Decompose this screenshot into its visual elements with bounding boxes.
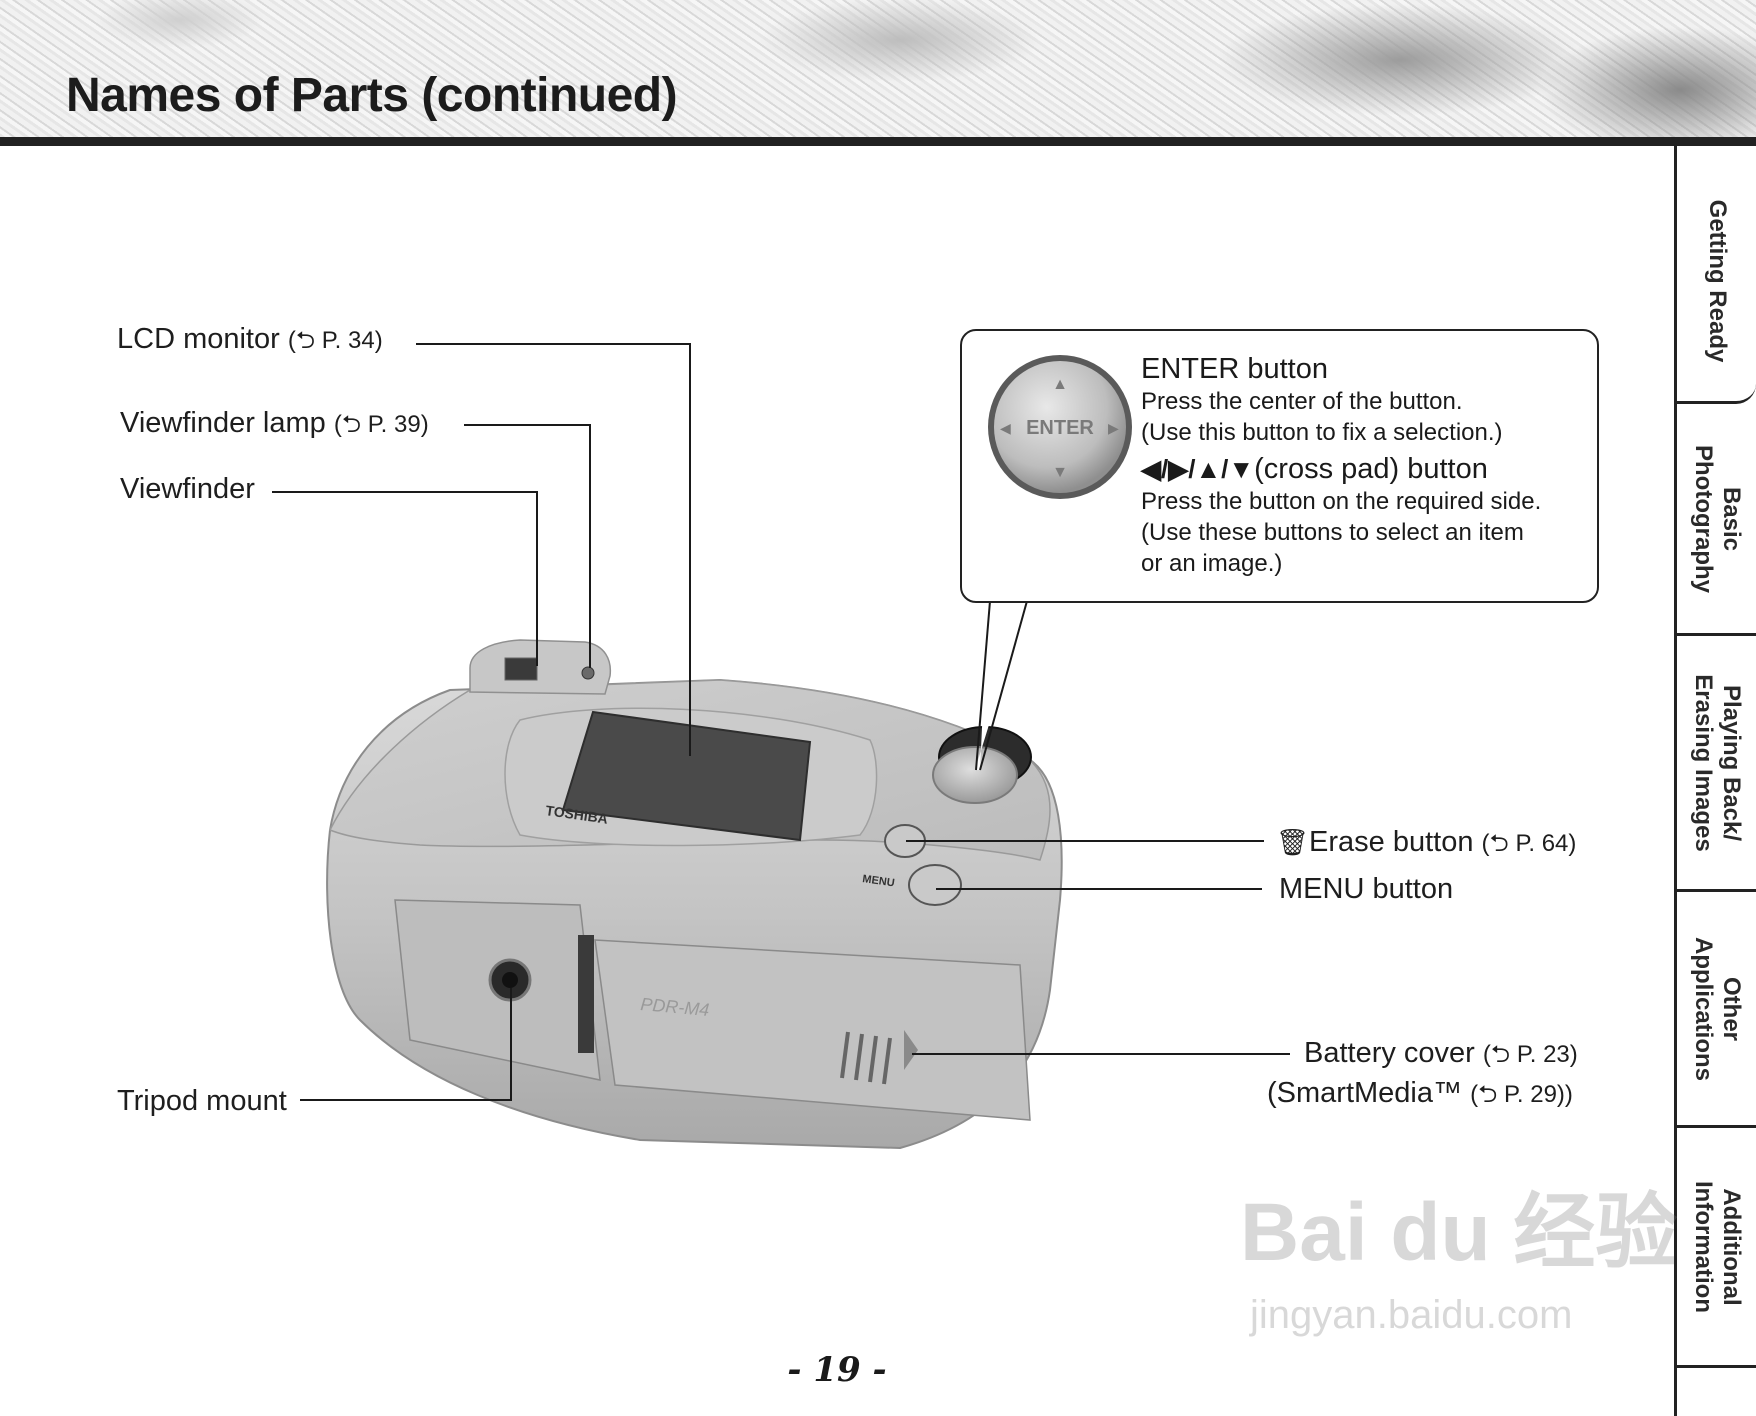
- callout-viewfinder-lamp: Viewfinder lamp (⮌ P. 39): [120, 406, 429, 442]
- watermark-main: Bai du 经验: [1240, 1165, 1677, 1284]
- page-ref-arrow-icon: ⮌: [296, 327, 315, 354]
- svg-text:▼: ▼: [1052, 464, 1068, 481]
- callout-tripod-mount: Tripod mount: [117, 1084, 287, 1118]
- crosspad-title-line: ◀/▶/▲/▼(cross pad) button: [1141, 452, 1601, 486]
- enter-button-description: ENTER button Press the center of the but…: [1141, 352, 1601, 579]
- camera-enter-button: [933, 747, 1017, 803]
- enter-button-face-label: ENTER: [1026, 417, 1094, 439]
- svg-text:◀: ◀: [1000, 420, 1011, 436]
- svg-text:▶: ▶: [1108, 420, 1119, 436]
- page-ref-arrow-icon: ⮌: [1491, 1041, 1510, 1068]
- page-ref-arrow-icon: ⮌: [1490, 830, 1509, 857]
- viewfinder-lamp-dot: [582, 667, 594, 679]
- callout-smartmedia: (SmartMedia™ (⮌ P. 29)): [1267, 1076, 1573, 1112]
- enter-button-desc-2: (Use this button to fix a selection.): [1141, 417, 1601, 448]
- plate-divider: [578, 935, 594, 1053]
- enter-button-desc-1: Press the center of the button.: [1141, 386, 1601, 417]
- tripod-mount-center: [502, 972, 518, 988]
- callout-erase-button: 🗑Erase button (⮌ P. 64): [1276, 825, 1576, 861]
- callout-label: Tripod mount: [117, 1085, 287, 1117]
- leader-viewfinder: [272, 492, 537, 666]
- crosspad-desc-2: (Use these buttons to select an item: [1141, 517, 1601, 548]
- callout-label: Erase button: [1309, 826, 1473, 858]
- page-ref: (⮌ P. 64): [1482, 830, 1577, 857]
- leader-viewfinder-lamp: [464, 425, 590, 668]
- callout-label: Viewfinder: [120, 473, 255, 505]
- page-ref: (⮌ P. 39): [334, 411, 429, 438]
- enter-button-closeup-icon: ▲ ▼ ENTER ◀ ▶: [980, 347, 1140, 507]
- callout-menu-button: MENU button: [1279, 872, 1453, 906]
- trash-icon: 🗑: [1276, 827, 1309, 857]
- svg-text:▲: ▲: [1052, 376, 1068, 393]
- callout-label: (SmartMedia™: [1267, 1077, 1462, 1109]
- page-ref-arrow-icon: ⮌: [1478, 1081, 1497, 1108]
- callout-label: LCD monitor: [117, 323, 280, 355]
- page-number: - 19 -: [0, 1350, 1674, 1390]
- camera-menu-button: [909, 865, 961, 905]
- callout-viewfinder: Viewfinder: [120, 472, 255, 506]
- callout-lcd-monitor: LCD monitor (⮌ P. 34): [117, 322, 383, 358]
- watermark-sub: jingyan.baidu.com: [1250, 1293, 1572, 1338]
- crosspad-arrows-icon: ◀/▶/▲/▼: [1141, 454, 1254, 484]
- crosspad-title: (cross pad) button: [1254, 453, 1488, 485]
- enter-button-title: ENTER button: [1141, 352, 1601, 386]
- page-ref: (⮌ P. 34): [288, 327, 383, 354]
- callout-label: Viewfinder lamp: [120, 407, 326, 439]
- crosspad-desc-3: or an image.): [1141, 548, 1601, 579]
- callout-label: Battery cover: [1304, 1037, 1475, 1069]
- page-ref-arrow-icon: ⮌: [342, 411, 361, 438]
- callout-battery-cover: Battery cover (⮌ P. 23): [1304, 1036, 1578, 1072]
- page-ref: (⮌ P. 29)): [1470, 1081, 1573, 1108]
- crosspad-desc-1: Press the button on the required side.: [1141, 486, 1601, 517]
- callout-label: MENU button: [1279, 873, 1453, 905]
- viewfinder-window: [505, 658, 537, 680]
- page-ref: (⮌ P. 23): [1483, 1041, 1578, 1068]
